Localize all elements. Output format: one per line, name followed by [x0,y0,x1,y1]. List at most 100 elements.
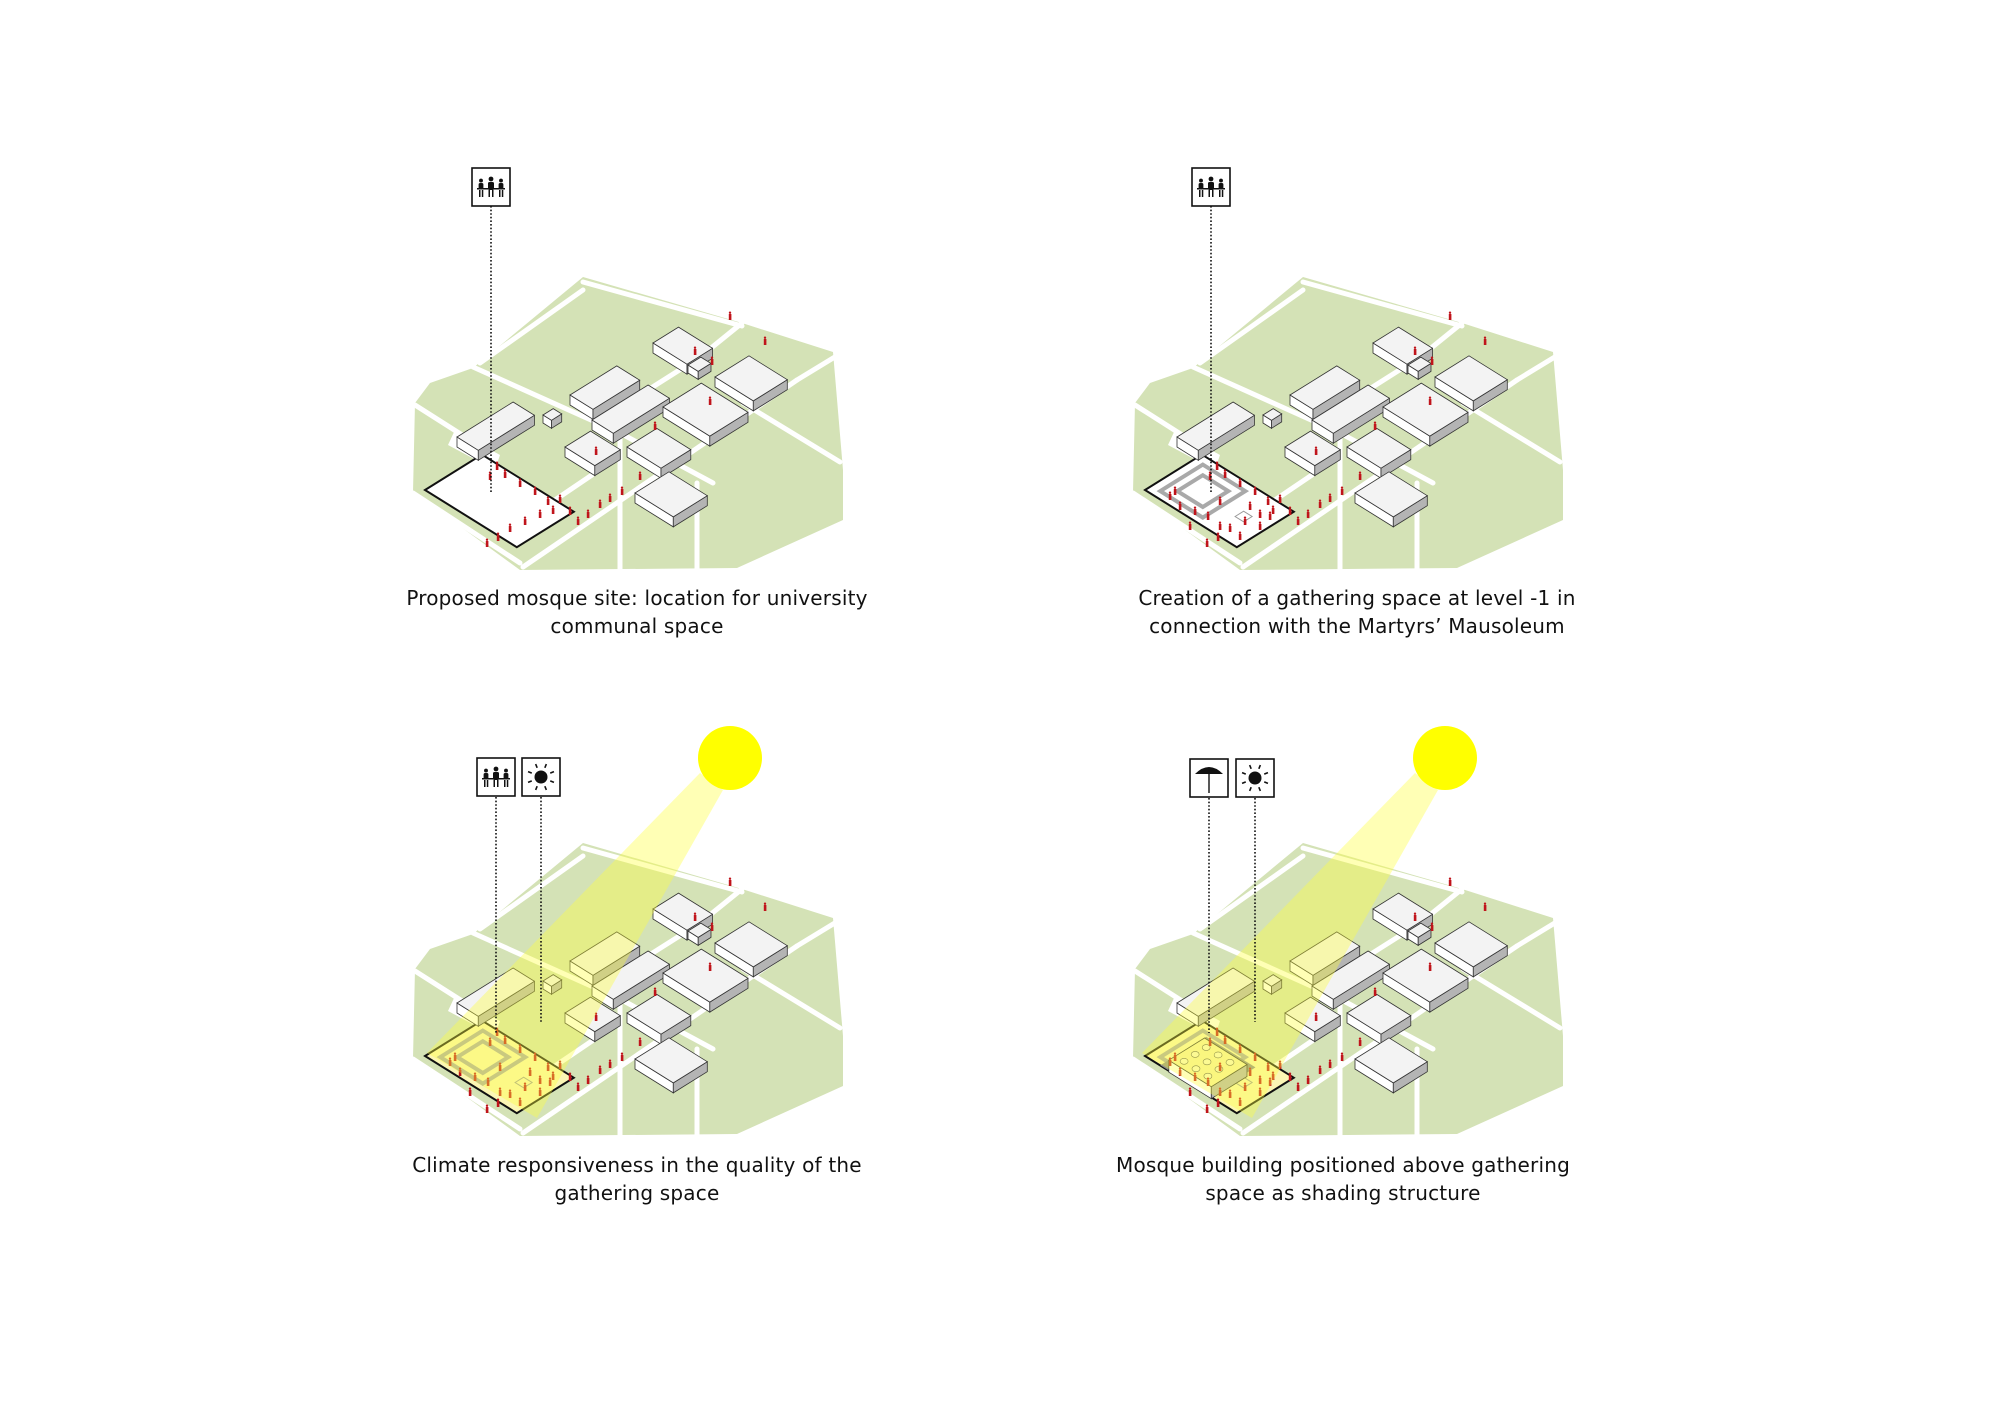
caption-line: Creation of a gathering space at level -… [1138,586,1576,610]
sun-ray-glyph [549,780,555,784]
person-marker [576,519,580,525]
person-marker [1306,1078,1310,1084]
person-glyph [498,183,504,190]
person-glyph [1199,178,1203,183]
person-marker [710,922,714,925]
campus-road [1460,400,1563,465]
person-marker [1205,538,1209,541]
building-roof [626,993,692,1035]
icon-frame [1235,758,1275,798]
person-marker [1216,1098,1220,1101]
building-roof [1346,427,1412,469]
person-marker [1314,446,1318,449]
person-marker [1483,336,1487,339]
person-marker [1216,532,1220,535]
campus-map [1130,277,1566,575]
campus-building [1346,993,1412,1045]
person-marker [1188,1090,1192,1096]
person-marker [1258,509,1262,512]
person-marker [1258,1090,1262,1096]
person-marker [1168,491,1172,494]
campus-building [1407,922,1432,947]
person-marker [518,1044,522,1047]
person-marker [485,1107,489,1113]
person-marker [518,478,522,481]
person-marker [498,1090,502,1096]
person-marker [558,497,562,503]
sun-ray-glyph [1241,771,1247,775]
building-roof [1289,365,1361,410]
person-marker [763,905,767,911]
building-roof [1262,408,1283,421]
building-roof [1382,948,1469,1003]
caption-line: connection with the Martyrs’ Mausoleum [1149,614,1565,638]
caption-line: Climate responsiveness in the quality of… [412,1153,862,1177]
building-roof [652,892,714,931]
panel-climate-responsiveness [410,726,846,1141]
person-marker [1243,519,1247,525]
person-marker [1413,349,1417,355]
person-marker [1314,1012,1318,1015]
person-marker [1428,965,1432,971]
campus-building [564,996,622,1043]
person-marker [1188,1087,1192,1090]
campus-road [1130,490,1243,566]
person-marker [1193,506,1197,509]
person-marker [518,481,522,487]
person-marker [1238,1044,1242,1047]
sun-ray-glyph [1258,764,1262,770]
person-glyph [488,176,494,182]
person-marker [1218,1087,1222,1090]
person-marker [1258,521,1262,524]
campus-road [740,400,843,465]
person-marker [1328,1062,1332,1068]
campus-road [1300,279,1465,329]
person-marker [1413,915,1417,921]
person-marker [1253,489,1257,495]
person-marker [498,1087,502,1090]
building-roof [564,996,622,1033]
person-marker [710,359,714,365]
building-roof [662,382,749,437]
building-roof [1354,1037,1429,1084]
person-marker [1206,1077,1210,1080]
caption-mosque-shading: Mosque building positioned above gatheri… [1023,1151,1663,1207]
building-roof [1346,993,1412,1035]
person-glyph [486,780,489,787]
person-marker [693,349,697,355]
person-marker [1271,508,1275,514]
person-marker [598,1068,602,1074]
person-marker [1258,1087,1262,1090]
person-marker [1278,1060,1282,1063]
person-marker [1288,509,1292,515]
person-glyph [479,190,481,197]
person-marker [653,987,657,990]
person-marker [1413,346,1417,349]
gathering-terrace [436,1028,530,1086]
person-marker [538,509,542,512]
person-marker [1173,1055,1177,1061]
person-marker [1218,524,1222,530]
person-marker [468,1090,472,1096]
campus-road [1197,853,1306,932]
person-marker [594,449,598,455]
umbrella-icon [1189,758,1229,798]
campus-road [1130,1056,1243,1132]
person-marker [1188,524,1192,530]
person-marker [1223,469,1227,472]
person-marker [486,1080,490,1086]
person-marker [1288,1072,1292,1075]
campus-building [634,1037,709,1094]
person-marker [1340,489,1344,495]
person-marker [1258,512,1262,518]
person-marker [1228,523,1232,526]
person-marker [1428,396,1432,399]
person-marker [1373,990,1377,996]
sunlight-beam [427,773,723,1118]
person-glyph [481,190,484,197]
person-marker [1253,1052,1257,1055]
building-roof [626,427,692,469]
person-marker [568,509,572,515]
